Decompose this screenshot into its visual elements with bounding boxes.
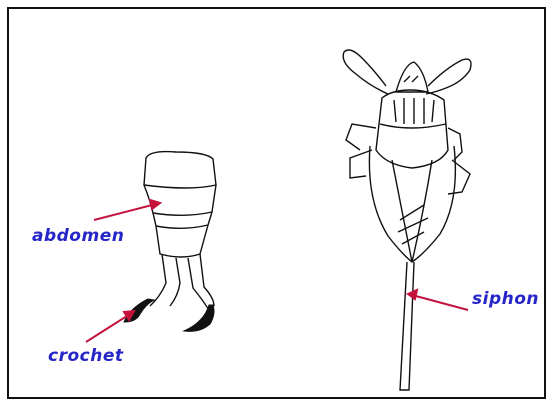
label-abdomen: abdomen [32,226,124,246]
abdomen-drawing [144,152,216,312]
label-siphon: siphon [472,289,539,309]
arrow-crochet [86,314,130,342]
crochet-hook-right [184,305,214,331]
larva-drawing [343,50,471,390]
arrow-abdomen [94,204,156,220]
arrow-siphon [412,295,468,310]
label-crochet: crochet [48,346,123,366]
arrows [86,200,468,342]
